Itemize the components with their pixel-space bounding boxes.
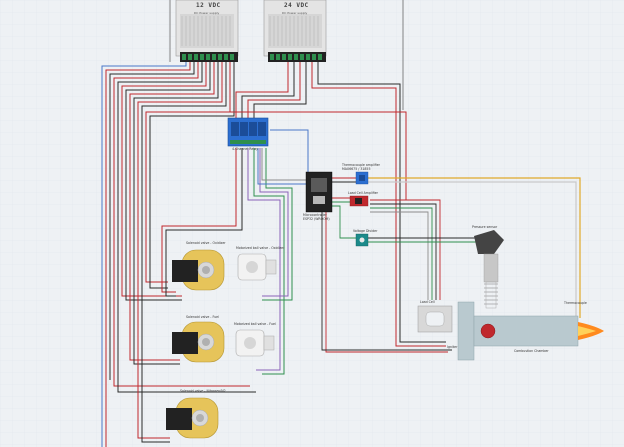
- thermocouple-amplifier: [355, 171, 369, 185]
- solenoid-valve-oxidizer: [172, 249, 225, 291]
- relay-label: 4-Channel Relay: [232, 147, 259, 151]
- solenoid-oxidizer-label: Solenoid valve - Oxidizer: [186, 241, 226, 245]
- load-cell-amplifier: [349, 195, 369, 207]
- ball-valve-fuel-label: Motorized ball valve - Fuel: [234, 322, 276, 326]
- solenoid-fuel-label: Solenoid valve - Fuel: [186, 315, 219, 319]
- wire-bundle-relay: [161, 111, 407, 375]
- load-cell-amp-label: Load Cell Amplifier: [348, 191, 378, 195]
- power-supply-24vdc: [263, 0, 327, 62]
- combustion-chamber-label: Combustion Chamber: [514, 349, 549, 353]
- load-cell-label: Load Cell: [420, 300, 435, 304]
- wire-bundle-left: [101, 62, 256, 447]
- thermocouple-label: Thermocouple: [564, 301, 587, 305]
- mcu-label-2: ESP32 (WROOM): [303, 217, 330, 221]
- microcontroller-board: [305, 171, 333, 213]
- thermocouple-amp-label-2: MAX6675 / 31855: [342, 167, 371, 171]
- psu-12-subtitle: DC Power supply: [194, 11, 220, 15]
- solenoid-nitrogen-label: Solenoid valve - Nitrogen/N2: [180, 389, 226, 393]
- ball-valve-fuel: [235, 329, 275, 357]
- psu-24-subtitle: DC Power supply: [282, 11, 308, 15]
- ball-valve-oxidizer-label: Motorized ball valve - Oxidizer: [236, 246, 285, 250]
- thermocouple-amp-label-1: Thermocouple amplifier: [342, 163, 380, 167]
- voltage-divider: [355, 233, 369, 247]
- mcu-label-1: Microcontroller: [303, 213, 327, 217]
- psu-12-title: 12 VDC: [196, 2, 221, 9]
- solenoid-valve-fuel: [172, 321, 225, 363]
- ball-valve-oxidizer: [237, 253, 277, 281]
- igniter-label: Igniter: [447, 345, 458, 349]
- pressure-sensor: [474, 230, 504, 309]
- relay-module: [227, 117, 269, 147]
- power-supply-12vdc: [175, 0, 239, 62]
- combustion-chamber-assembly: [457, 301, 604, 361]
- solenoid-valve-nitrogen: [166, 397, 219, 439]
- load-cell: [417, 305, 453, 333]
- pressure-sensor-label: Pressure sensor: [472, 225, 498, 229]
- voltage-divider-label: Voltage Divider: [353, 229, 378, 233]
- psu-24-title: 24 VDC: [284, 2, 309, 9]
